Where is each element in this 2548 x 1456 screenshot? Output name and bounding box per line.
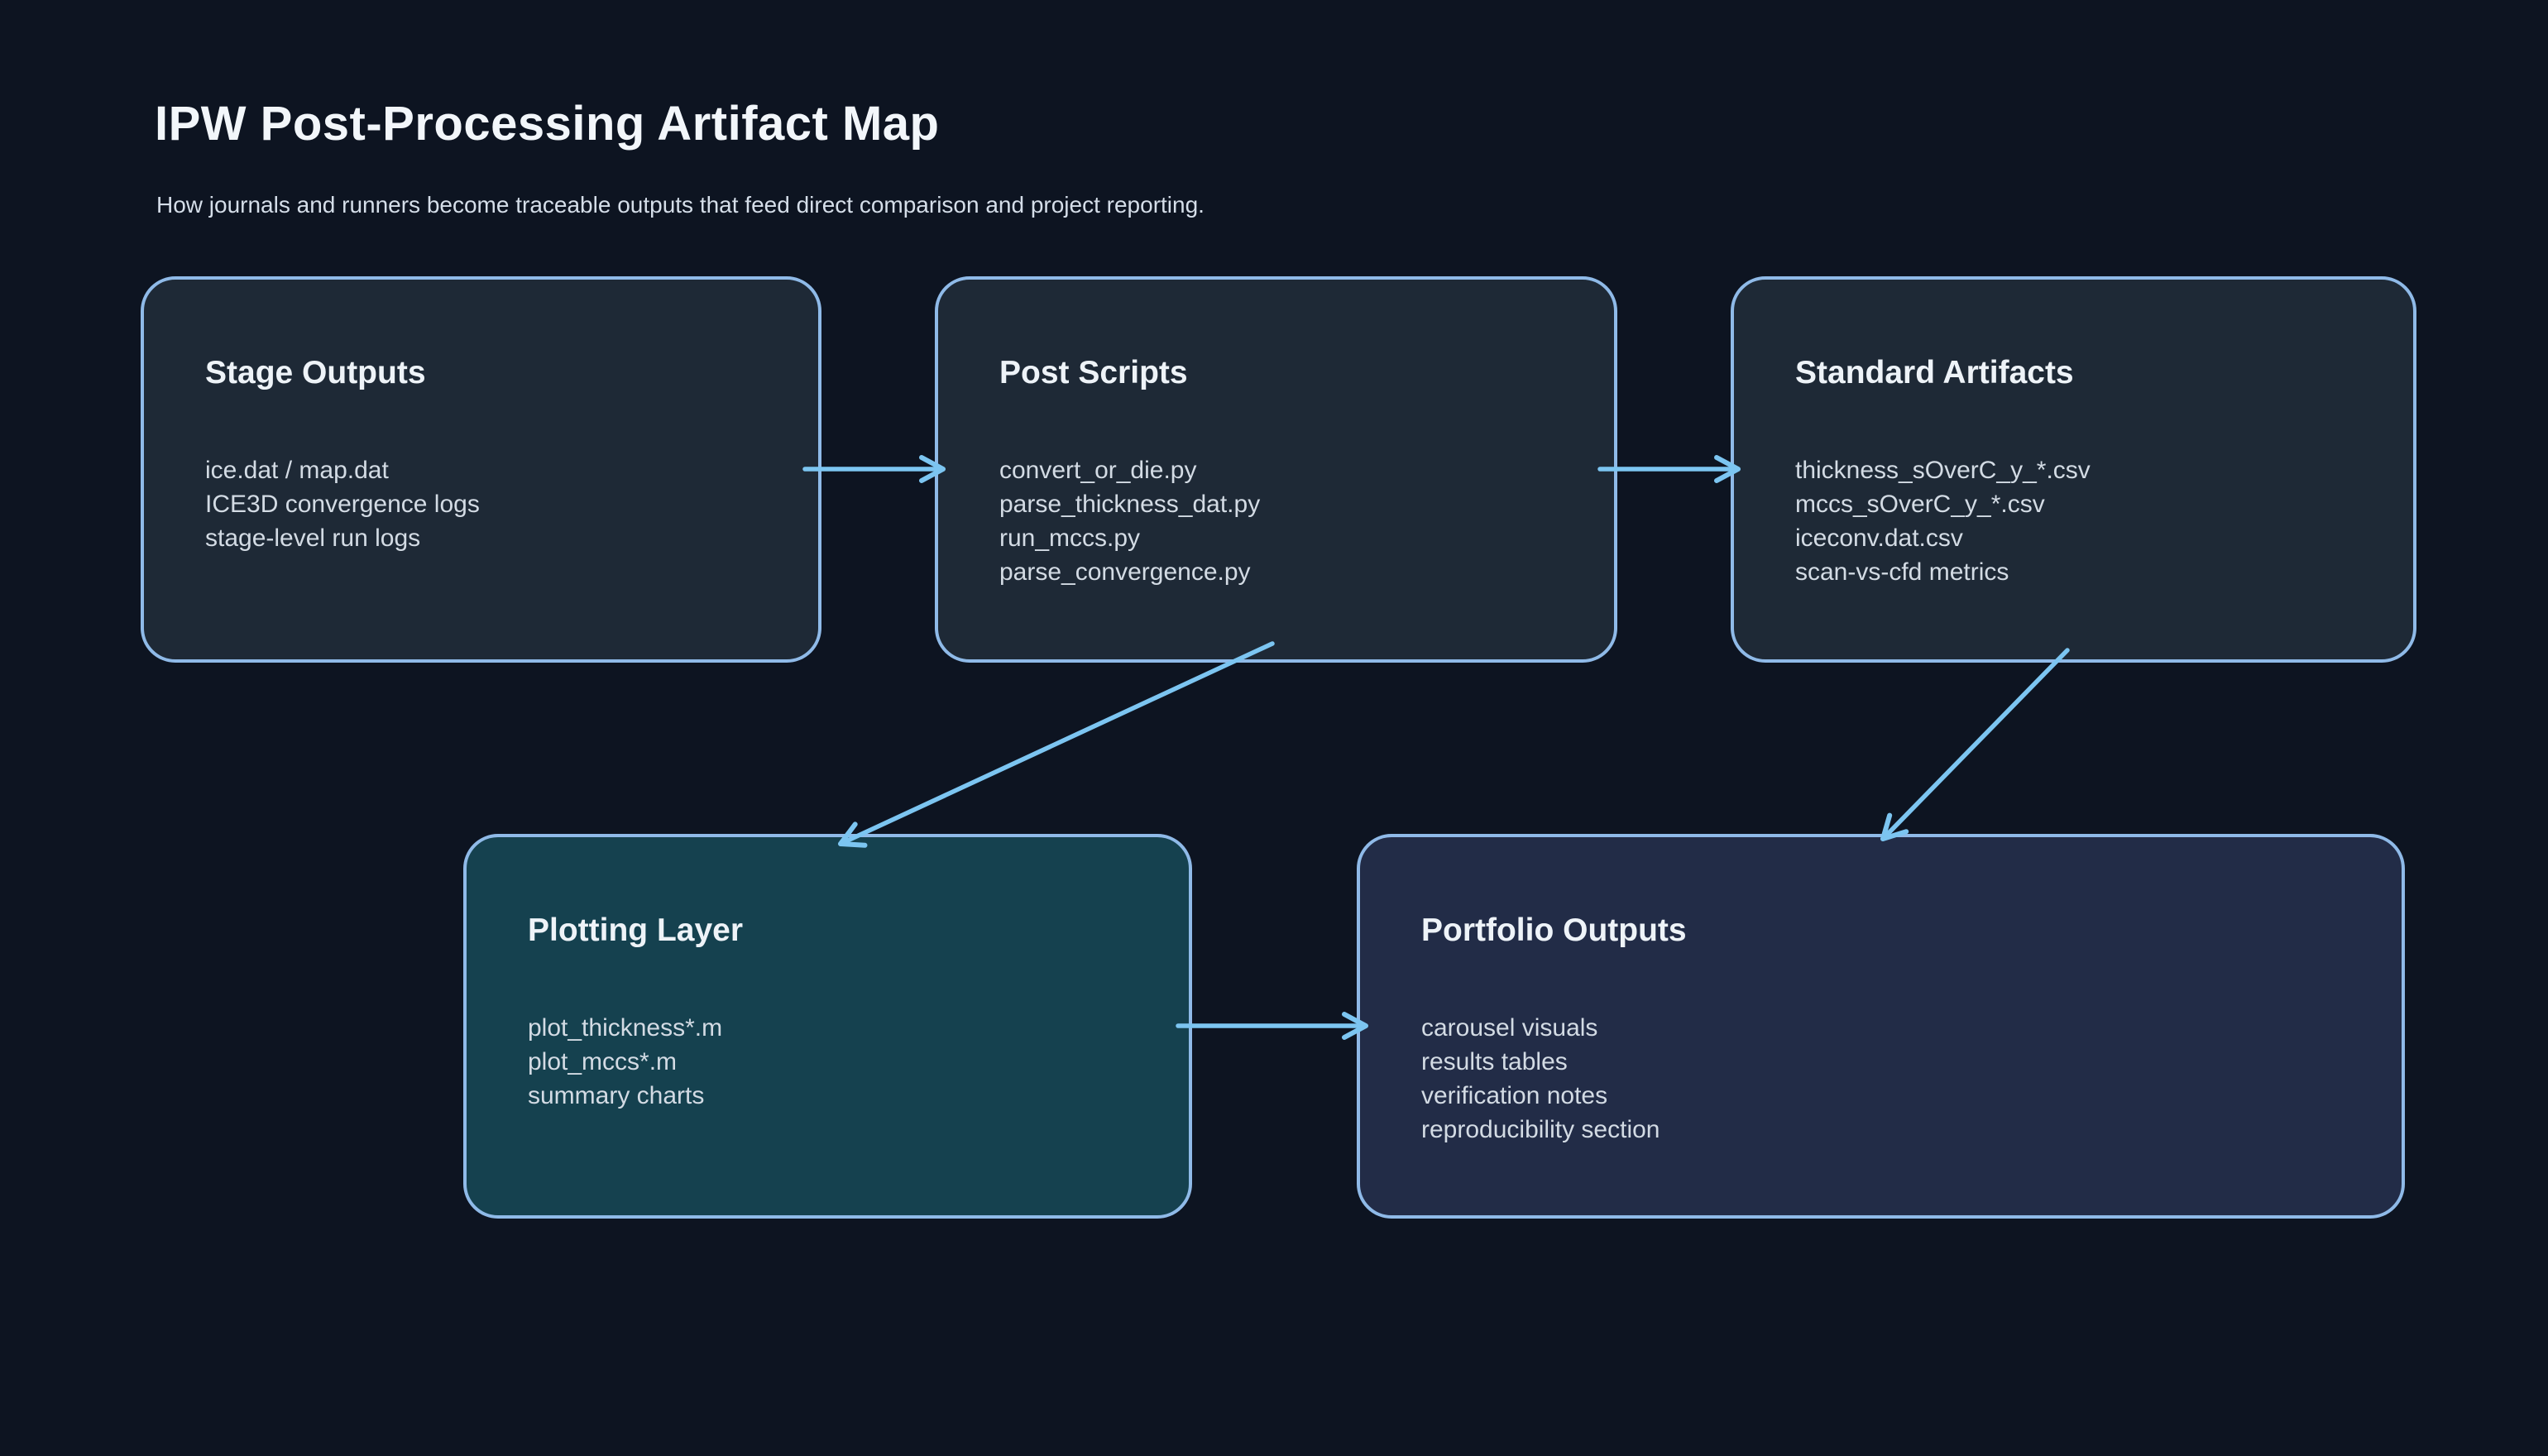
node-item: thickness_sOverC_y_*.csv (1795, 457, 2091, 484)
node-item: ice.dat / map.dat (205, 457, 389, 484)
node-item: mccs_sOverC_y_*.csv (1795, 491, 2045, 518)
node-title: Post Scripts (999, 355, 1188, 390)
node-item: convert_or_die.py (999, 457, 1197, 484)
node-title: Plotting Layer (528, 912, 744, 948)
node-item: parse_convergence.py (999, 558, 1251, 586)
node-item: verification notes (1421, 1082, 1608, 1109)
node-item-list: carousel visuals results tables verifica… (1421, 1011, 2340, 1147)
node-item: parse_thickness_dat.py (999, 491, 1261, 518)
page-title: IPW Post-Processing Artifact Map (155, 97, 940, 151)
node-title: Portfolio Outputs (1421, 912, 1687, 948)
node-post-scripts: Post Scripts convert_or_die.py parse_thi… (935, 276, 1617, 663)
node-portfolio-outputs: Portfolio Outputs carousel visuals resul… (1357, 834, 2405, 1219)
node-item: stage-level run logs (205, 524, 421, 552)
node-item-list: thickness_sOverC_y_*.csv mccs_sOverC_y_*… (1795, 453, 2352, 589)
node-item: plot_mccs*.m (528, 1048, 678, 1075)
page-subtitle: How journals and runners become traceabl… (156, 192, 1205, 218)
node-standard-artifacts: Standard Artifacts thickness_sOverC_y_*.… (1731, 276, 2416, 663)
node-item: scan-vs-cfd metrics (1795, 558, 2009, 586)
node-item: ICE3D convergence logs (205, 491, 480, 518)
node-stage-outputs: Stage Outputs ice.dat / map.dat ICE3D co… (141, 276, 821, 663)
edge-standard-artifacts-to-portfolio-outputs (1880, 648, 2070, 841)
node-item: results tables (1421, 1048, 1568, 1075)
node-item: carousel visuals (1421, 1014, 1598, 1042)
node-title: Stage Outputs (205, 355, 426, 390)
node-item: run_mccs.py (999, 524, 1141, 552)
node-item: summary charts (528, 1082, 705, 1109)
node-item-list: plot_thickness*.m plot_mccs*.m summary c… (528, 1011, 1128, 1113)
node-item-list: ice.dat / map.dat ICE3D convergence logs… (205, 453, 757, 555)
node-item: reproducibility section (1421, 1116, 1660, 1143)
node-title: Standard Artifacts (1795, 355, 2074, 390)
node-plotting-layer: Plotting Layer plot_thickness*.m plot_mc… (463, 834, 1192, 1219)
node-item: iceconv.dat.csv (1795, 524, 1963, 552)
node-item-list: convert_or_die.py parse_thickness_dat.py… (999, 453, 1553, 589)
node-item: plot_thickness*.m (528, 1014, 723, 1042)
edge-post-scripts-to-plotting-layer (837, 641, 1275, 848)
